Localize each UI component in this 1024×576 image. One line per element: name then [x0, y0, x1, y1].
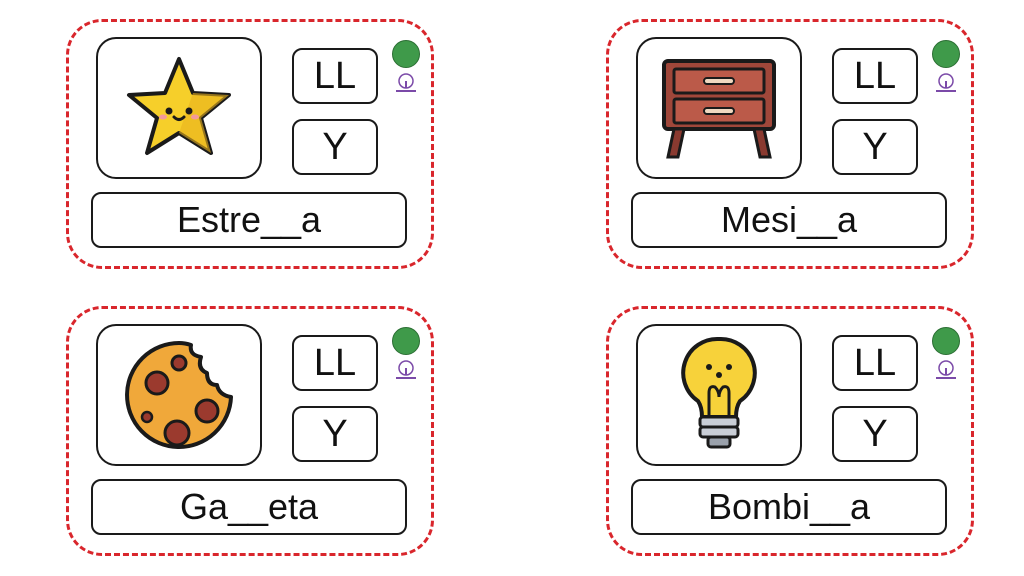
option-y-button[interactable]: Y	[832, 119, 918, 175]
nightstand-icon	[662, 59, 776, 159]
option-ll-button[interactable]: LL	[292, 48, 378, 104]
picture-frame	[96, 324, 262, 466]
picture-frame	[636, 37, 802, 179]
tree-seal-icon	[396, 360, 416, 379]
author-logo	[931, 40, 961, 100]
green-badge-icon	[932, 40, 960, 68]
option-y-button[interactable]: Y	[292, 406, 378, 462]
option-ll-button[interactable]: LL	[832, 335, 918, 391]
activity-card-bombilla: LL Y Bombi__a	[606, 306, 974, 556]
option-y-button[interactable]: Y	[832, 406, 918, 462]
cookie-icon	[125, 341, 233, 449]
star-icon	[127, 57, 231, 155]
author-logo	[931, 327, 961, 387]
word-blank-field[interactable]: Mesi__a	[631, 192, 947, 248]
option-ll-button[interactable]: LL	[292, 335, 378, 391]
activity-card-mesilla: LL Y Mesi__a	[606, 19, 974, 269]
activity-card-estrella: LL Y Estre__a	[66, 19, 434, 269]
activity-card-galleta: LL Y Ga__eta	[66, 306, 434, 556]
word-blank-field[interactable]: Estre__a	[91, 192, 407, 248]
tree-seal-icon	[936, 73, 956, 92]
tree-seal-icon	[936, 360, 956, 379]
option-ll-button[interactable]: LL	[832, 48, 918, 104]
word-blank-field[interactable]: Bombi__a	[631, 479, 947, 535]
green-badge-icon	[392, 40, 420, 68]
picture-frame	[96, 37, 262, 179]
author-logo	[391, 40, 421, 100]
option-y-button[interactable]: Y	[292, 119, 378, 175]
green-badge-icon	[932, 327, 960, 355]
word-blank-field[interactable]: Ga__eta	[91, 479, 407, 535]
author-logo	[391, 327, 421, 387]
picture-frame	[636, 324, 802, 466]
lightbulb-icon	[681, 336, 757, 449]
tree-seal-icon	[396, 73, 416, 92]
green-badge-icon	[392, 327, 420, 355]
